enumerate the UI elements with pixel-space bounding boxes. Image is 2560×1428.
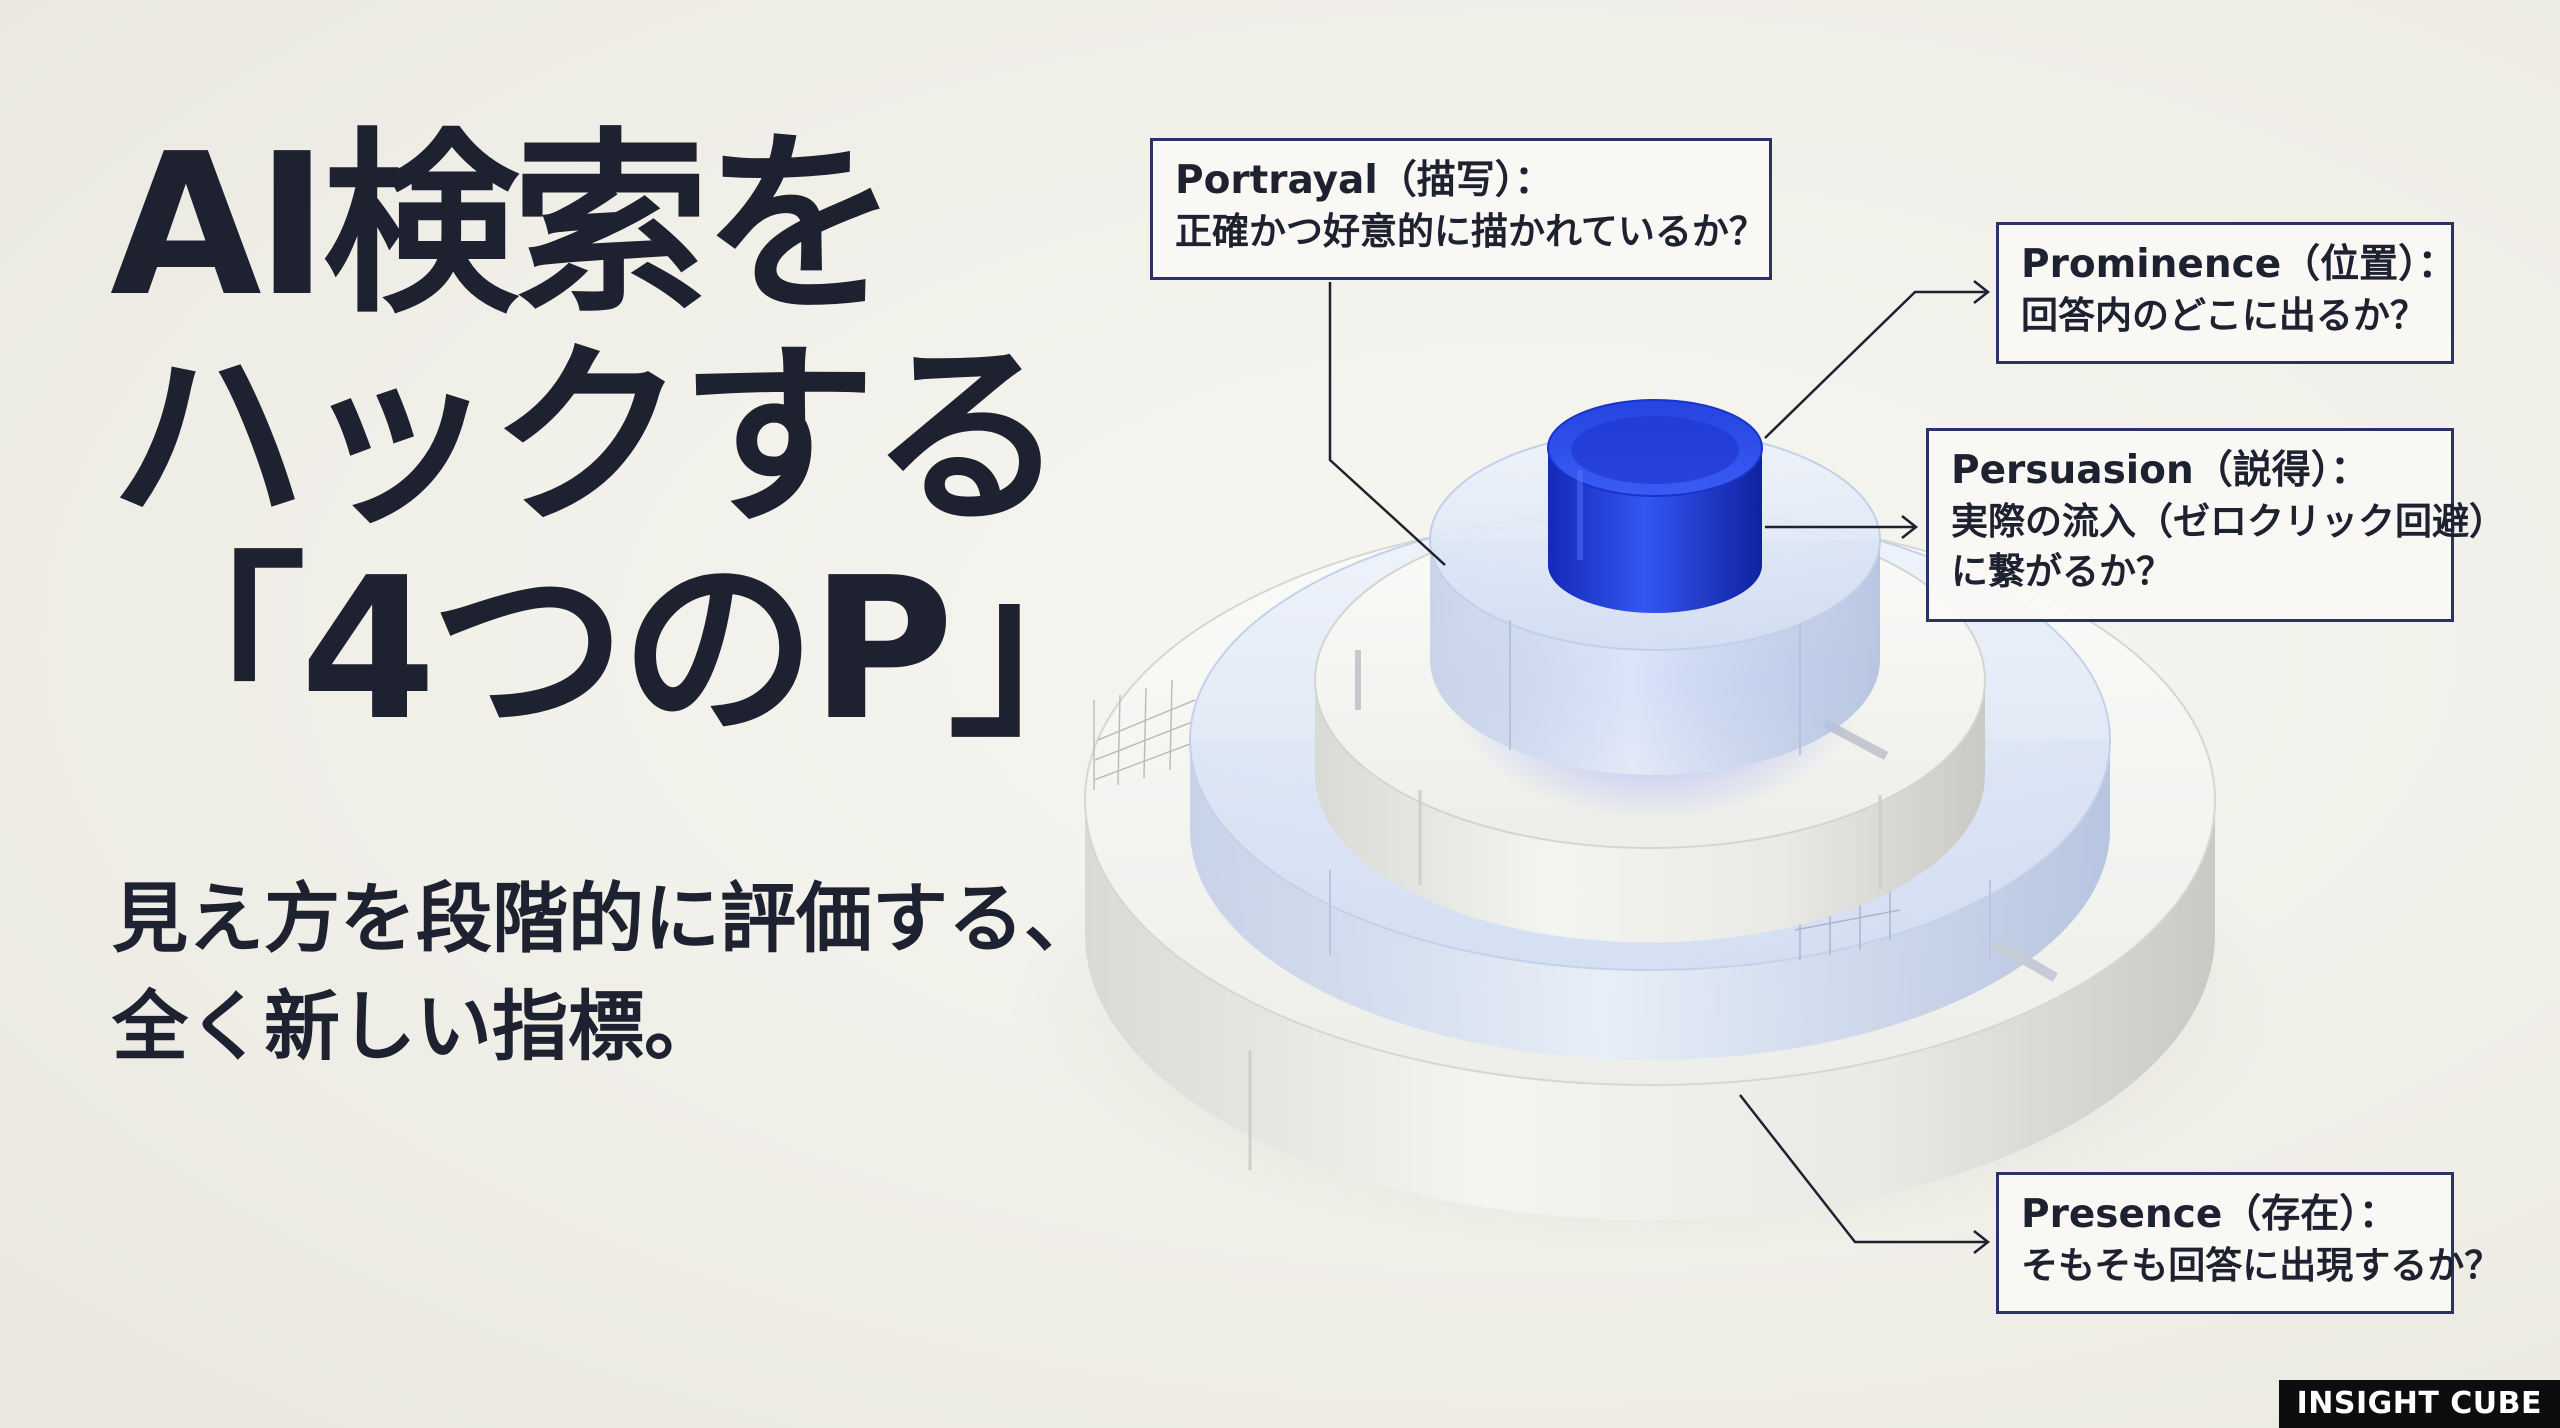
callout-presence-description: そもそも回答に出現するか？	[2021, 1244, 2502, 1287]
leader-portrayal	[1328, 282, 1446, 566]
callout-persuasion: Persuasion（説得）： 実際の流入（ゼロクリック回避） に繋がるか？	[1926, 428, 2506, 622]
brand-label: INSIGHT CUBE	[2278, 1380, 2560, 1428]
headline: AI検索を ハックする 「4つのP」	[110, 112, 1144, 764]
headline-line-3: 「4つのP」	[110, 536, 1144, 764]
headline-line-1: AI検索を	[110, 112, 899, 340]
leader-presence-arrow	[1973, 1230, 1991, 1254]
callout-persuasion-title: Persuasion（説得）：	[1951, 448, 2370, 493]
callout-prominence: Prominence（位置）： 回答内のどこに出るか？	[1996, 222, 2457, 364]
leader-prominence	[1764, 290, 1988, 439]
callout-portrayal-title: Portrayal（描写）：	[1175, 158, 1554, 203]
callout-prominence-description: 回答内のどこに出るか？	[2021, 294, 2427, 337]
leader-prominence-arrow	[1973, 280, 1991, 304]
callout-presence: Presence（存在）： そもそも回答に出現するか？	[1996, 1172, 2502, 1314]
subtitle-line-1: 見え方を段階的に評価する、	[112, 874, 1100, 963]
leader-lines	[1328, 280, 1991, 1254]
callout-portrayal-description: 正確かつ好意的に描かれているか？	[1175, 210, 1766, 253]
callout-persuasion-description-line-1: 実際の流入（ゼロクリック回避）	[1951, 500, 2506, 543]
headline-line-2: ハックする	[110, 324, 1066, 552]
tier-5-blue-core	[1547, 399, 1763, 613]
callout-presence-title: Presence（存在）：	[2021, 1192, 2398, 1237]
subtitle: 見え方を段階的に評価する、 全く新しい指標。	[112, 865, 1100, 1081]
callout-prominence-title: Prominence（位置）：	[2021, 242, 2457, 287]
subtitle-line-2: 全く新しい指標。	[112, 982, 720, 1071]
leader-presence	[1739, 1094, 1988, 1244]
leader-persuasion-arrow	[1901, 515, 1919, 539]
callout-persuasion-description-line-2: に繋がるか？	[1951, 550, 2173, 593]
callout-portrayal: Portrayal（描写）： 正確かつ好意的に描かれているか？	[1150, 138, 1772, 280]
